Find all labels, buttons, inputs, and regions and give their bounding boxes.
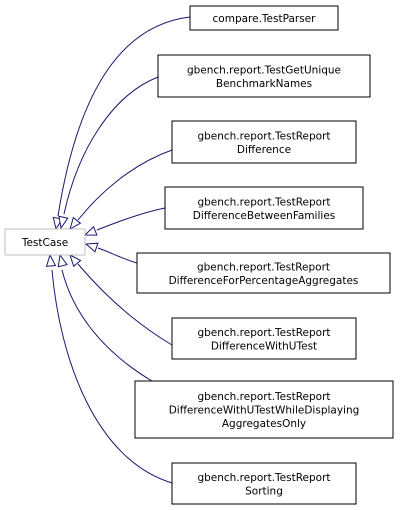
base-class-box	[4, 228, 86, 256]
derived-class-node[interactable]: compare.TestParser	[189, 5, 339, 31]
class-nodes: TestCase compare.TestParser gbench.report.…	[4, 5, 394, 505]
inheritance-edge	[61, 269, 153, 382]
derived-class-label: DifferenceBetweenFamilies	[193, 210, 336, 222]
arrowhead-icon	[57, 253, 68, 268]
derived-class-label: DifferenceWithUTest	[211, 340, 317, 352]
derived-class-box	[136, 252, 391, 294]
derived-class-label: Sorting	[245, 485, 283, 497]
derived-class-box	[171, 462, 357, 505]
base-class-label: TestCase	[21, 237, 68, 249]
derived-class-label: compare.TestParser	[213, 13, 317, 25]
derived-class-label: BenchmarkNames	[216, 78, 312, 90]
derived-class-label: gbench.report.TestReport	[197, 391, 330, 403]
derived-class-label: AggregatesOnly	[222, 418, 306, 430]
derived-class-label: gbench.report.TestReport	[197, 196, 330, 208]
derived-class-box	[171, 317, 357, 360]
derived-class-box	[189, 5, 339, 31]
derived-class-label: gbench.report.TestReport	[197, 261, 330, 273]
derived-class-label: Difference	[237, 144, 291, 156]
derived-class-node[interactable]: gbench.report.TestReportDifferenceBetwee…	[164, 186, 364, 230]
arrowhead-icon	[84, 242, 99, 253]
derived-class-label: DifferenceForPercentageAggregates	[169, 275, 359, 287]
derived-class-box	[171, 120, 357, 164]
inheritance-edge	[51, 269, 173, 484]
derived-class-label: gbench.report.TestGetUnique	[187, 64, 341, 76]
derived-class-box	[134, 380, 394, 439]
inheritance-edge	[63, 76, 159, 215]
derived-class-box	[164, 186, 364, 230]
arrowhead-icon	[69, 216, 82, 231]
arrowhead-icon	[58, 215, 69, 230]
derived-class-node[interactable]: gbench.report.TestReportDifferenceWithUT…	[171, 317, 357, 360]
inheritance-edge	[96, 207, 166, 231]
derived-class-node[interactable]: gbench.report.TestReportDifferenceForPer…	[136, 252, 391, 294]
derived-class-node[interactable]: gbench.report.TestGetUniqueBenchmarkName…	[157, 54, 371, 98]
derived-class-label: gbench.report.TestReport	[197, 327, 330, 339]
inheritance-edges	[45, 16, 191, 484]
derived-class-label: gbench.report.TestReport	[197, 130, 330, 142]
inheritance-edge	[57, 16, 191, 217]
derived-class-label: gbench.report.TestReport	[197, 472, 330, 484]
arrowhead-icon	[69, 253, 82, 268]
base-class-node[interactable]: TestCase	[4, 228, 86, 256]
derived-class-node[interactable]: gbench.report.TestReportDifferenceWithUT…	[134, 380, 394, 439]
derived-class-label: DifferenceWithUTestWhileDisplaying	[169, 405, 360, 417]
arrowhead-icon	[45, 253, 57, 267]
derived-class-box	[157, 54, 371, 98]
inheritance-edge	[77, 263, 173, 346]
inheritance-edge	[97, 247, 138, 264]
arrowhead-icon	[83, 225, 98, 236]
inheritance-edge	[77, 149, 173, 221]
